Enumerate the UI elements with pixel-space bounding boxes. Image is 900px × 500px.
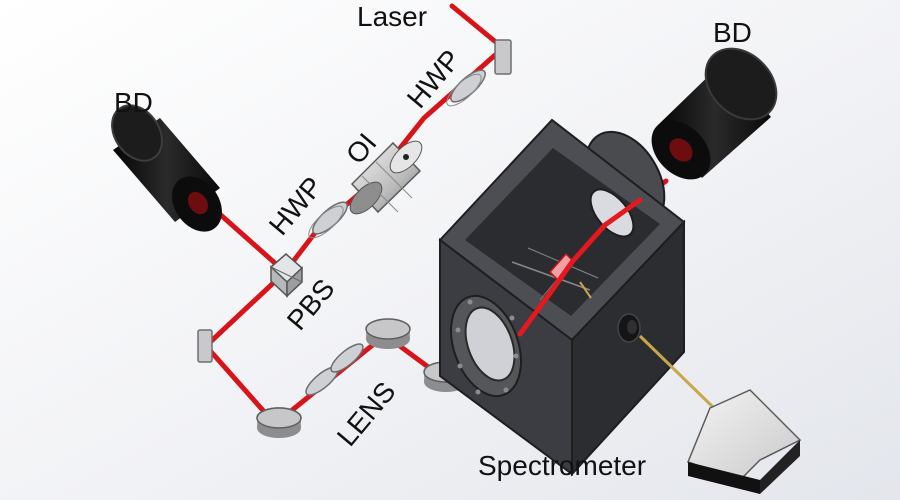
beam-dump-left [111,104,222,232]
label-bd-right: BD [713,17,752,48]
mirror-left [197,329,213,363]
beam-dump-right [651,47,778,180]
mirror-lens-top [365,318,411,349]
hwp-mid-optic [308,201,348,239]
spectrometer-box [687,389,802,494]
beam-in-chamber [517,197,643,337]
label-laser: Laser [357,1,427,32]
lens-2 [330,343,364,373]
mirror-bottom-left [256,407,302,438]
mirror-top-right [494,39,512,75]
optical-fiber [638,334,718,412]
vacuum-chamber [438,118,686,477]
label-bd-left: BD [114,87,153,118]
optical-isolator [349,140,423,215]
polarizing-beam-splitter [269,253,304,298]
hwp-top-optic [446,69,486,107]
label-spectrometer: Spectrometer [478,450,646,481]
